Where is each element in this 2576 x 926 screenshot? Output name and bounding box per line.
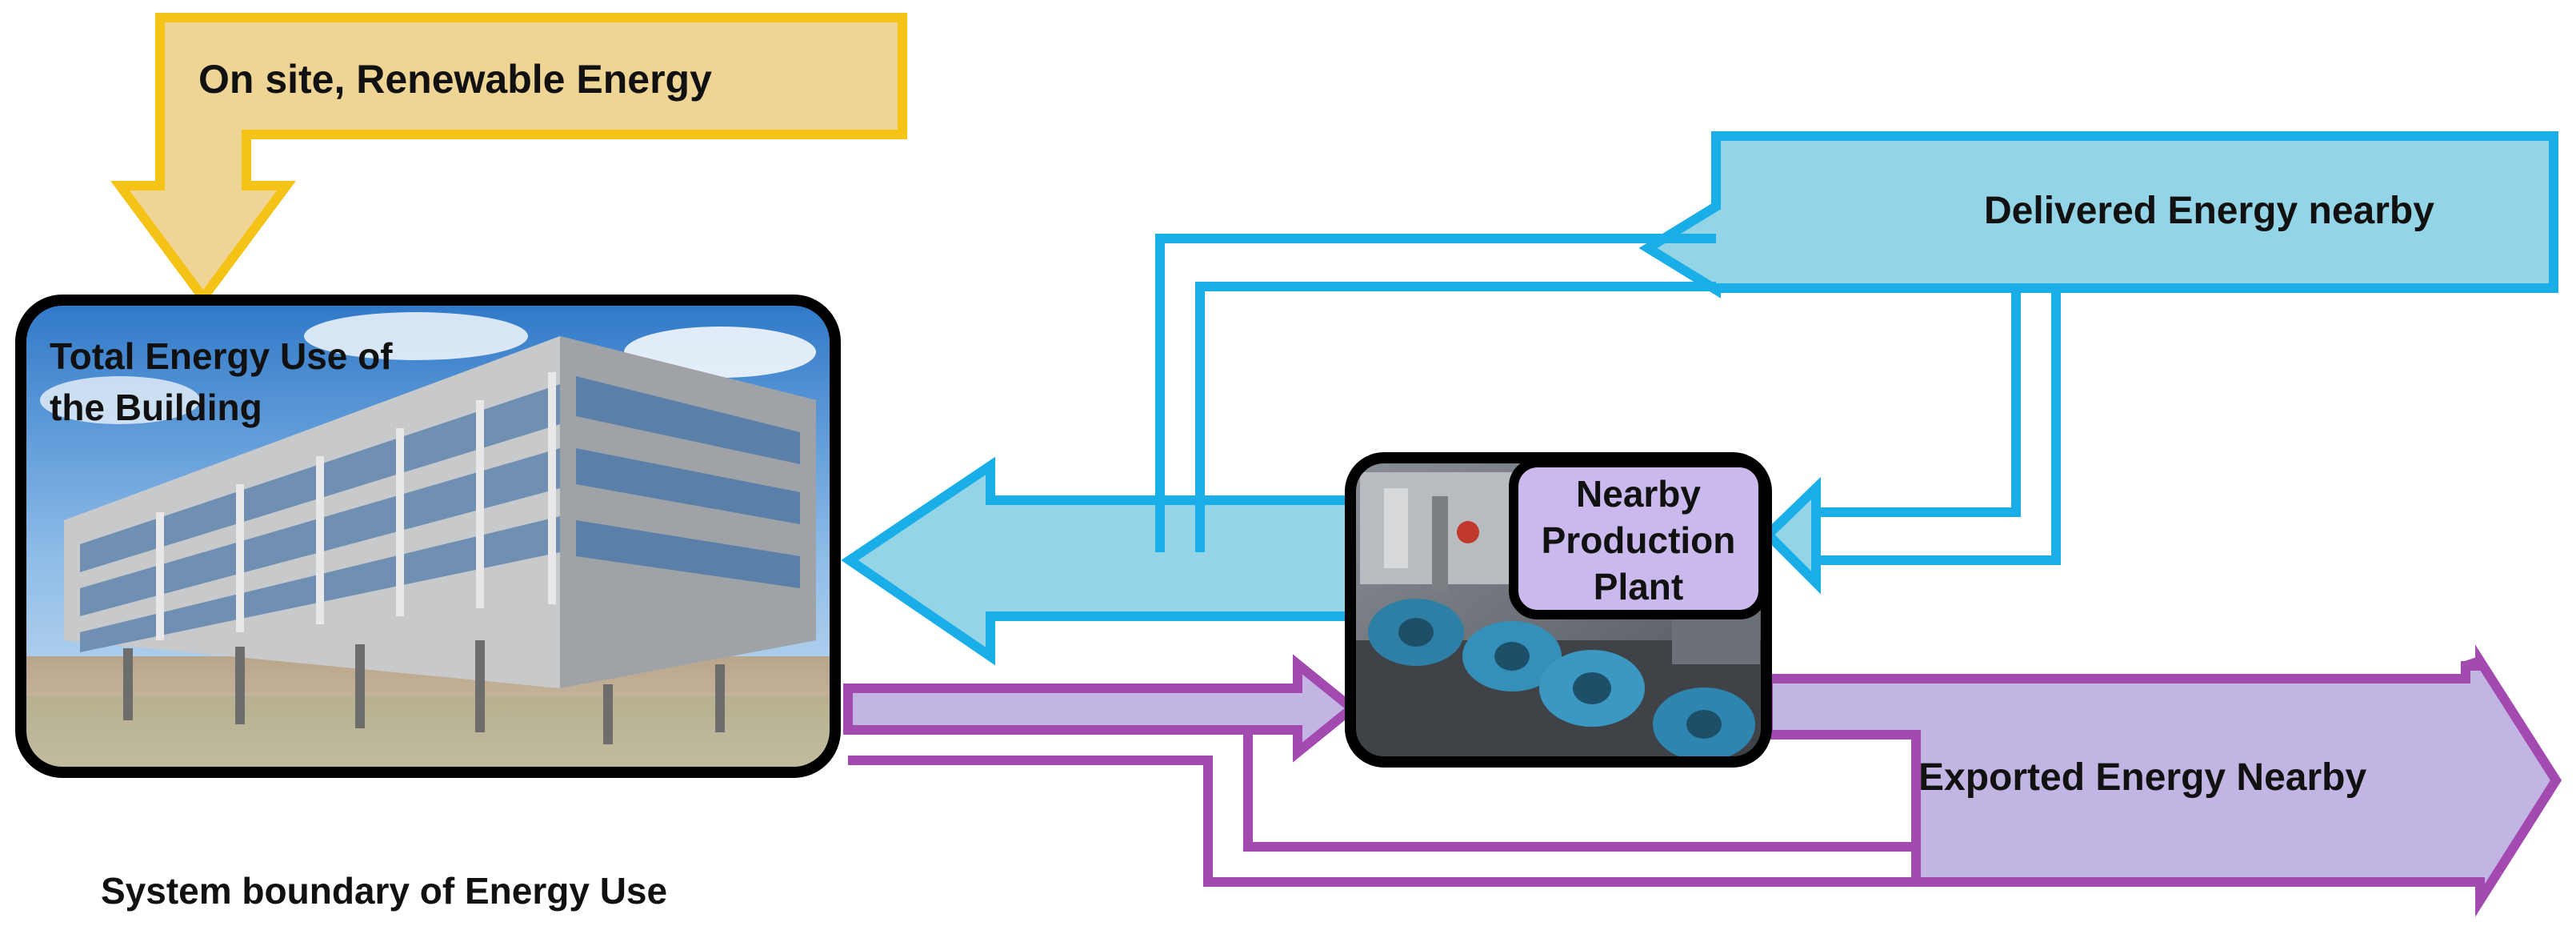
plant-label-line3: Plant: [1593, 566, 1684, 607]
system-boundary-label: System boundary of Energy Use: [101, 870, 668, 912]
exported-energy-arrow: [843, 644, 2562, 917]
renewable-energy-label: On site, Renewable Energy: [198, 57, 712, 102]
production-plant-photo: [1345, 452, 1772, 768]
plant-label-line2: Production: [1541, 519, 1736, 561]
exported-energy-label: Exported Energy Nearby: [1918, 756, 2367, 799]
delivered-energy-arrow: [841, 131, 2558, 666]
plant-label-box: [1509, 458, 1768, 619]
building-label-line1: Total Energy Use of: [50, 335, 393, 377]
renewable-energy-arrow: [110, 13, 907, 307]
delivered-energy-label: Delivered Energy nearby: [1984, 190, 2434, 232]
building-label-line2: the Building: [50, 387, 262, 428]
plant-label-line1: Nearby: [1576, 473, 1701, 515]
plant-label: Nearby Production Plant: [1514, 471, 1763, 610]
building-photo: [15, 295, 841, 778]
